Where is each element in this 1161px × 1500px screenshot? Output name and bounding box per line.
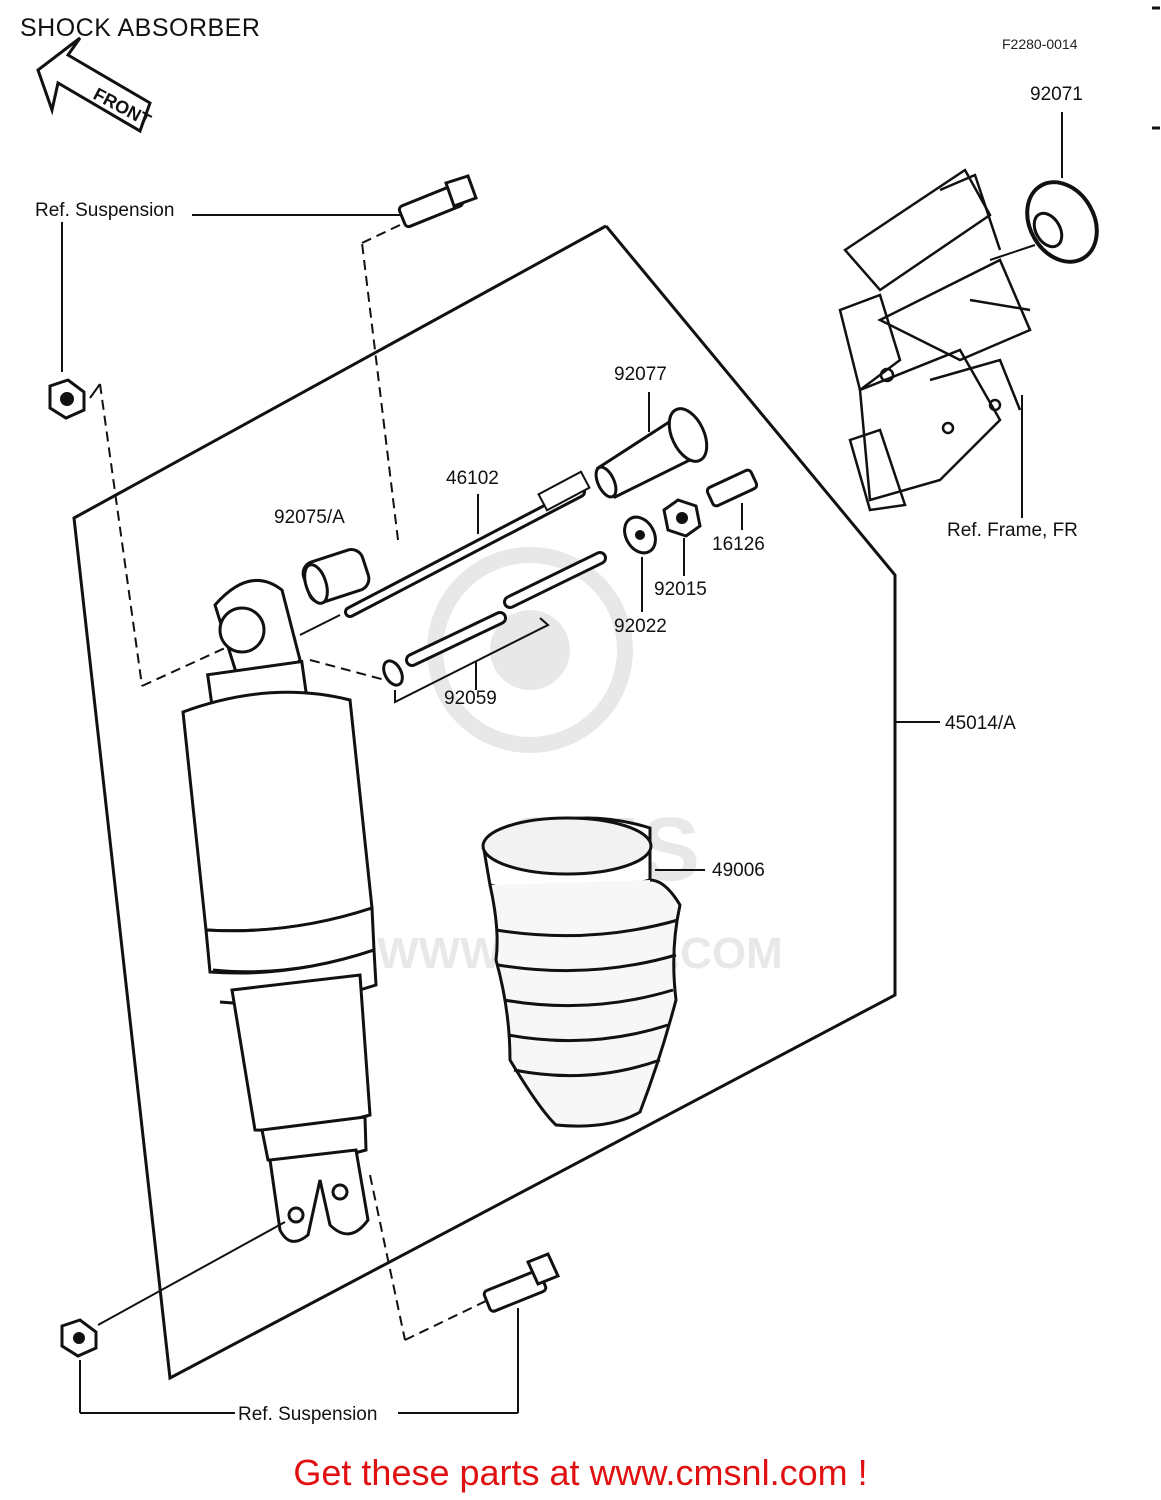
part-label-46102[interactable]: 46102	[446, 468, 499, 489]
bottom-nut-icon	[60, 1318, 98, 1358]
rod-46102-icon	[344, 470, 591, 618]
grease-nipple-16126-icon	[705, 468, 759, 508]
top-nut-icon	[48, 378, 86, 420]
frame-icon	[838, 168, 1032, 512]
ref-suspension-bottom-label: Ref. Suspension	[238, 1404, 378, 1425]
ref-suspension-top-label: Ref. Suspension	[35, 200, 175, 221]
part-label-92075[interactable]: 92075/A	[274, 507, 345, 528]
part-label-92071[interactable]: 92071	[1030, 84, 1083, 105]
part-label-49006[interactable]: 49006	[712, 860, 765, 881]
bush-92075-icon	[301, 548, 371, 605]
shock-absorber-body	[181, 578, 378, 1243]
collar-92059-icon	[382, 551, 607, 687]
part-label-92059[interactable]: 92059	[444, 688, 497, 709]
bush-92071-icon	[1025, 180, 1099, 264]
figure-code: F2280-0014	[1002, 36, 1078, 52]
part-label-16126[interactable]: 16126	[712, 534, 765, 555]
page-title: SHOCK ABSORBER	[20, 14, 261, 42]
footer-cta-link[interactable]: Get these parts at www.cmsnl.com !	[293, 1452, 868, 1493]
boot-49006-icon	[481, 816, 682, 1128]
part-label-45014[interactable]: 45014/A	[945, 713, 1016, 734]
part-label-92077[interactable]: 92077	[614, 364, 667, 385]
washer-92022-icon	[623, 515, 657, 555]
front-arrow-icon: FRONT	[36, 36, 154, 134]
bottom-bolt-icon	[482, 1252, 561, 1313]
part-label-92015[interactable]: 92015	[654, 579, 707, 600]
ref-frame-label: Ref. Frame, FR	[947, 520, 1078, 541]
nut-92015-icon	[662, 498, 702, 538]
sleeve-92077-icon	[594, 407, 709, 499]
assembly-outline	[72, 224, 897, 1381]
part-label-92022[interactable]: 92022	[614, 616, 667, 637]
top-bolt-icon	[397, 174, 478, 229]
